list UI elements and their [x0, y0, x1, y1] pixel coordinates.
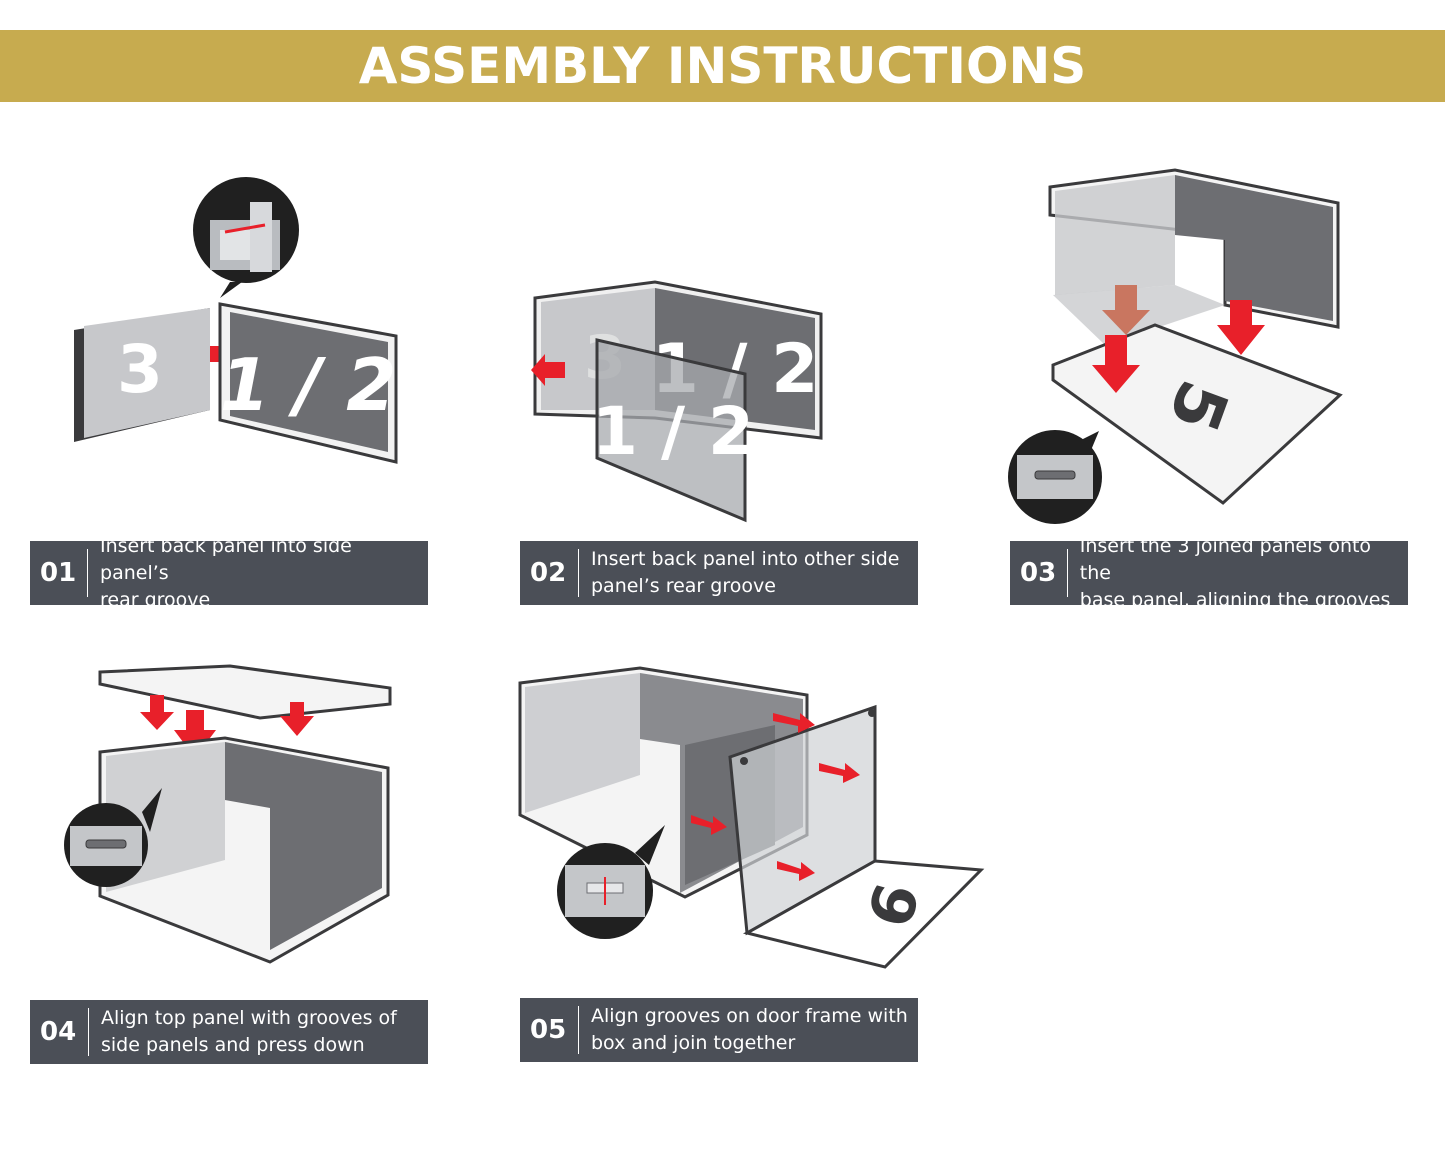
back-panel-1-2: 1 / 2 — [218, 302, 398, 464]
step-line-1: Align top panel with grooves of — [101, 1007, 397, 1029]
step-line-2: panel’s rear groove — [591, 575, 776, 597]
step-2-box: 02 Insert back panel into other side pan… — [520, 541, 918, 605]
back-panel-label: 1 / 2 — [592, 393, 754, 470]
step-line-1: Insert the 3 joined panels onto the — [1079, 534, 1372, 584]
step-line-2: box and join together — [591, 1032, 796, 1054]
zoom-detail-circle-3 — [1008, 430, 1102, 524]
down-arrows-3 — [1092, 285, 1265, 393]
step-number: 04 — [40, 1017, 77, 1047]
step-description: Insert the 3 joined panels onto the base… — [1080, 533, 1408, 614]
step-divider — [578, 1006, 579, 1054]
zoom-detail-circle-1 — [193, 177, 299, 298]
step-line-1: Align grooves on door frame with — [591, 1005, 908, 1027]
step-5-box: 05 Align grooves on door frame with box … — [520, 998, 918, 1062]
step-number: 03 — [1020, 558, 1057, 588]
insert-arrow-2 — [531, 354, 565, 386]
step-1-box: 01 Insert back panel into side panel’s r… — [30, 535, 428, 611]
closed-box — [518, 666, 809, 899]
side-panel-label: 3 — [117, 331, 163, 408]
joined-three-panels — [1048, 168, 1340, 345]
down-arrows-4 — [140, 695, 314, 758]
step-divider — [87, 549, 89, 597]
step-number: 01 — [40, 558, 77, 588]
join-arrows-5 — [691, 713, 860, 881]
step-1-illustration: 3 1 / 2 — [74, 177, 398, 464]
step-line-2: side panels and press down — [101, 1034, 365, 1056]
step-line-1: Insert back panel into side panel’s — [100, 534, 352, 584]
step-3-illustration: 5 — [1008, 168, 1343, 524]
step-number: 02 — [530, 558, 567, 588]
zoom-detail-circle-5 — [557, 825, 665, 939]
open-box — [98, 736, 390, 964]
side-panel-3: 3 — [74, 308, 210, 442]
step-5-illustration: 6 — [518, 666, 985, 969]
step-4-box: 04 Align top panel with grooves of side … — [30, 1000, 428, 1064]
second-back-panel: 1 / 2 — [592, 338, 754, 523]
title-banner: ASSEMBLY INSTRUCTIONS — [0, 30, 1445, 102]
step-number: 05 — [530, 1015, 567, 1045]
step-line-2: base panel, aligning the grooves — [1079, 588, 1391, 611]
step-line-2: rear groove — [100, 588, 211, 611]
top-panel — [98, 664, 392, 720]
step-line-1: Insert back panel into other side — [591, 548, 900, 570]
step-3-box: 03 Insert the 3 joined panels onto the b… — [1010, 535, 1408, 611]
step-description: Insert back panel into other side panel’… — [591, 546, 908, 600]
step-divider — [88, 1008, 89, 1056]
back-panel-label: 1 / 2 — [220, 343, 397, 427]
step-divider — [578, 549, 579, 597]
step-description: Insert back panel into side panel’s rear… — [100, 533, 428, 614]
door-panel-6: 6 — [742, 859, 985, 969]
zoom-detail-circle-4 — [64, 788, 162, 887]
step-2-illustration: 3 1 / 2 1 / 2 — [531, 280, 823, 523]
step-description: Align grooves on door frame with box and… — [591, 1003, 916, 1057]
step-4-illustration — [64, 664, 392, 964]
step-description: Align top panel with grooves of side pan… — [101, 1005, 405, 1059]
page-title: ASSEMBLY INSTRUCTIONS — [358, 37, 1087, 95]
step-divider — [1066, 549, 1068, 597]
